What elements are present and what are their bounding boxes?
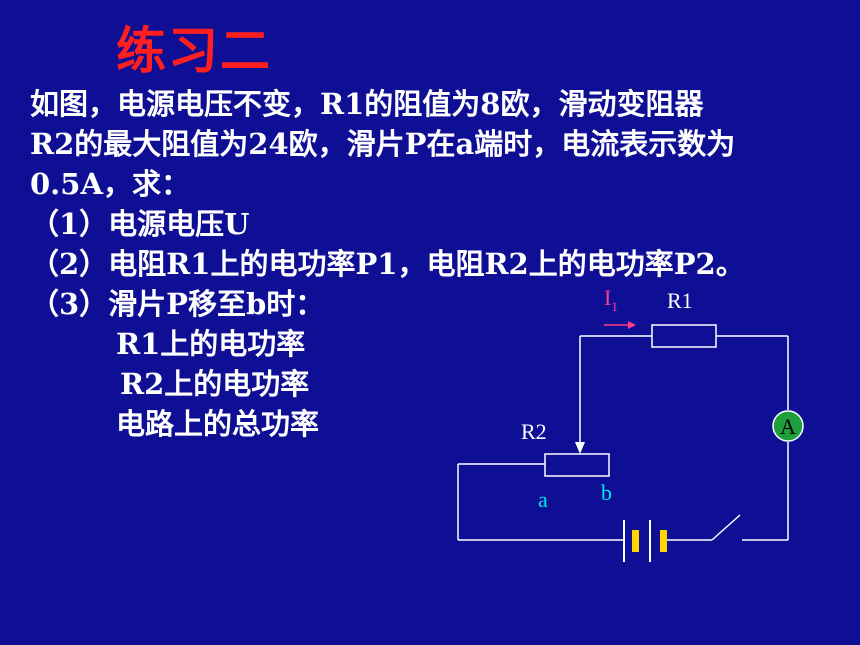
slide-title: 练习二	[116, 22, 272, 80]
r1-label: R1	[667, 288, 693, 313]
slider-arrow-icon	[575, 442, 585, 454]
ammeter-label: A	[780, 414, 796, 439]
question-2: （2）电阻R1上的电功率P1，电阻R2上的电功率P2。	[30, 247, 745, 281]
question-3-total-power: 电路上的总功率	[116, 407, 320, 441]
r2-label: R2	[521, 419, 547, 444]
battery	[623, 520, 667, 562]
terminal-a-label: a	[538, 487, 548, 512]
current-label: I1	[604, 285, 618, 314]
question-1: （1）电源电压U	[30, 207, 250, 241]
current-arrow-icon	[604, 321, 636, 329]
question-3: （3）滑片P移至b时：	[30, 287, 325, 321]
problem-line-3: 0.5A，求：	[30, 167, 190, 201]
problem-line-2: R2的最大阻值为24欧，滑片P在a端时，电流表示数为	[30, 127, 736, 161]
r1-resistor	[651, 324, 717, 348]
r2-rheostat	[544, 453, 610, 477]
question-3-r1-power: R1上的电功率	[116, 327, 306, 361]
question-3-r2-power: R2上的电功率	[120, 367, 310, 401]
ammeter	[772, 410, 804, 442]
top-wire	[457, 335, 789, 541]
problem-line-1: 如图，电源电压不变，R1的阻值为8欧，滑动变阻器	[30, 87, 704, 121]
terminal-b-label: b	[601, 480, 612, 505]
